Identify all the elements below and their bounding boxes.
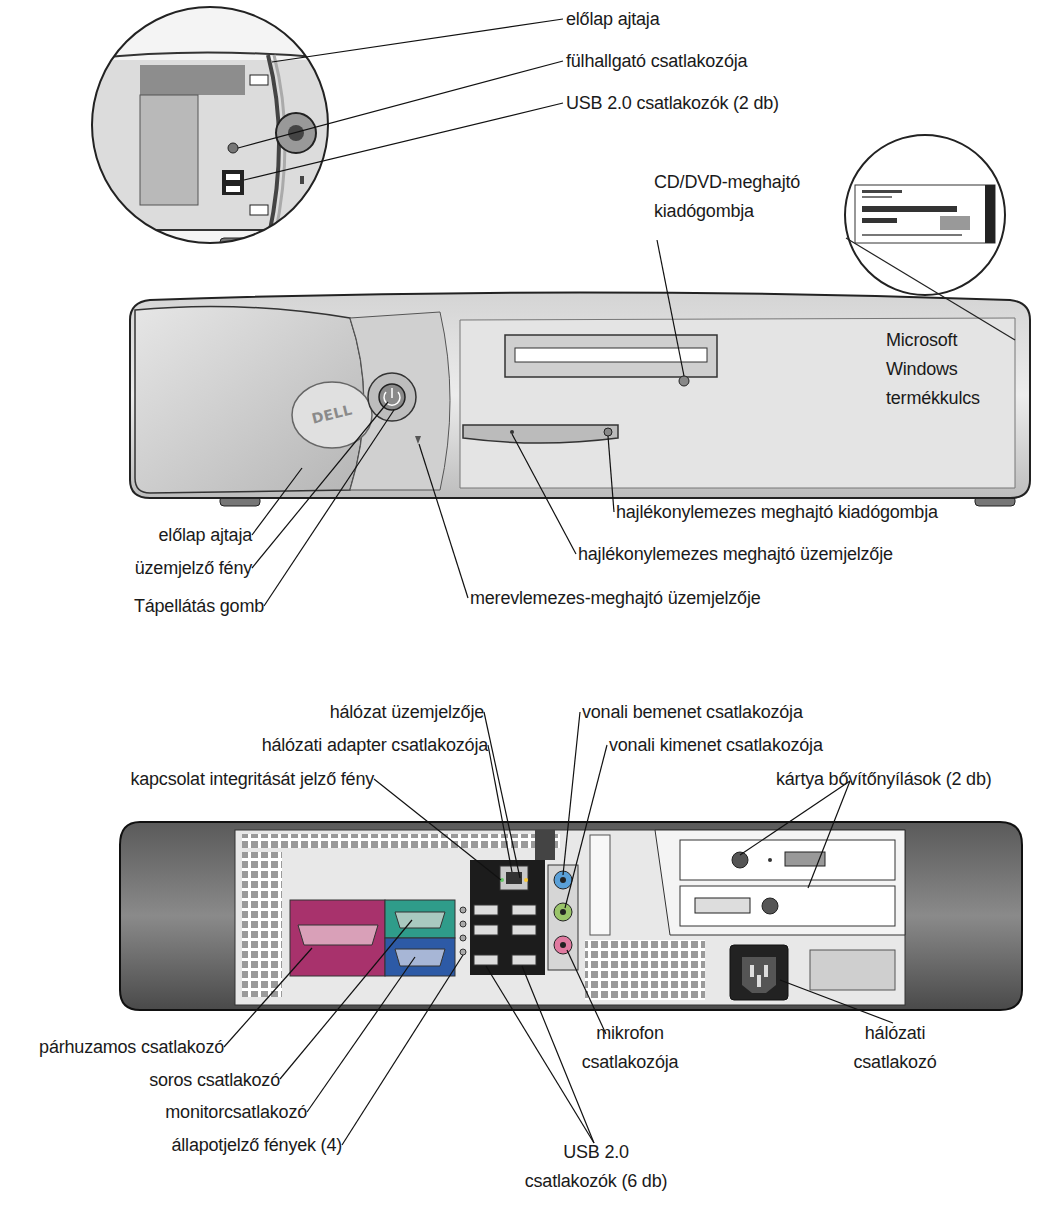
part-label: monitorcsatlakozó (165, 1098, 307, 1127)
product-key-sticker (845, 135, 1015, 340)
part-label: vonali kimenet csatlakozója (609, 731, 823, 760)
part-label: CD/DVD-meghajtó kiadógombja (654, 168, 829, 226)
part-label: mikrofon csatlakozója (570, 1019, 690, 1077)
part-label: párhuzamos csatlakozó (39, 1033, 224, 1062)
back-view (120, 822, 1022, 1010)
part-label: Tápellátás gomb (134, 592, 264, 621)
part-label: USB 2.0 csatlakozók (2 db) (566, 89, 779, 118)
part-label: hálózati csatlakozó (840, 1019, 950, 1077)
part-label: hajlékonylemezes meghajtó üzemjelzője (578, 540, 893, 569)
part-label: hálózati adapter csatlakozója (262, 731, 488, 760)
part-label: fülhallgató csatlakozója (566, 47, 747, 76)
part-label: merevlemezes-meghajtó üzemjelzője (470, 584, 761, 613)
part-label: hajlékonylemezes meghajtó kiadógombja (616, 498, 938, 527)
part-label: állapotjelző fények (4) (172, 1131, 343, 1160)
part-label: hálózat üzemjelzője (330, 698, 484, 727)
leader-lines (224, 19, 893, 1145)
part-label: vonali bemenet csatlakozója (582, 698, 803, 727)
part-label: előlap ajtaja (159, 521, 252, 550)
part-label: kapcsolat integritását jelző fény (130, 765, 374, 794)
part-label: kártya bővítőnyílások (2 db) (776, 765, 992, 794)
part-label: soros csatlakozó (149, 1066, 280, 1095)
part-label: előlap ajtaja (566, 5, 659, 34)
magnified-detail (80, 0, 350, 260)
part-label: üzemjelző fény (135, 554, 252, 583)
part-label: Microsoft Windows termékkulcs (886, 326, 998, 413)
part-label: USB 2.0 csatlakozók (6 db) (515, 1138, 677, 1196)
front-view (130, 293, 1030, 507)
